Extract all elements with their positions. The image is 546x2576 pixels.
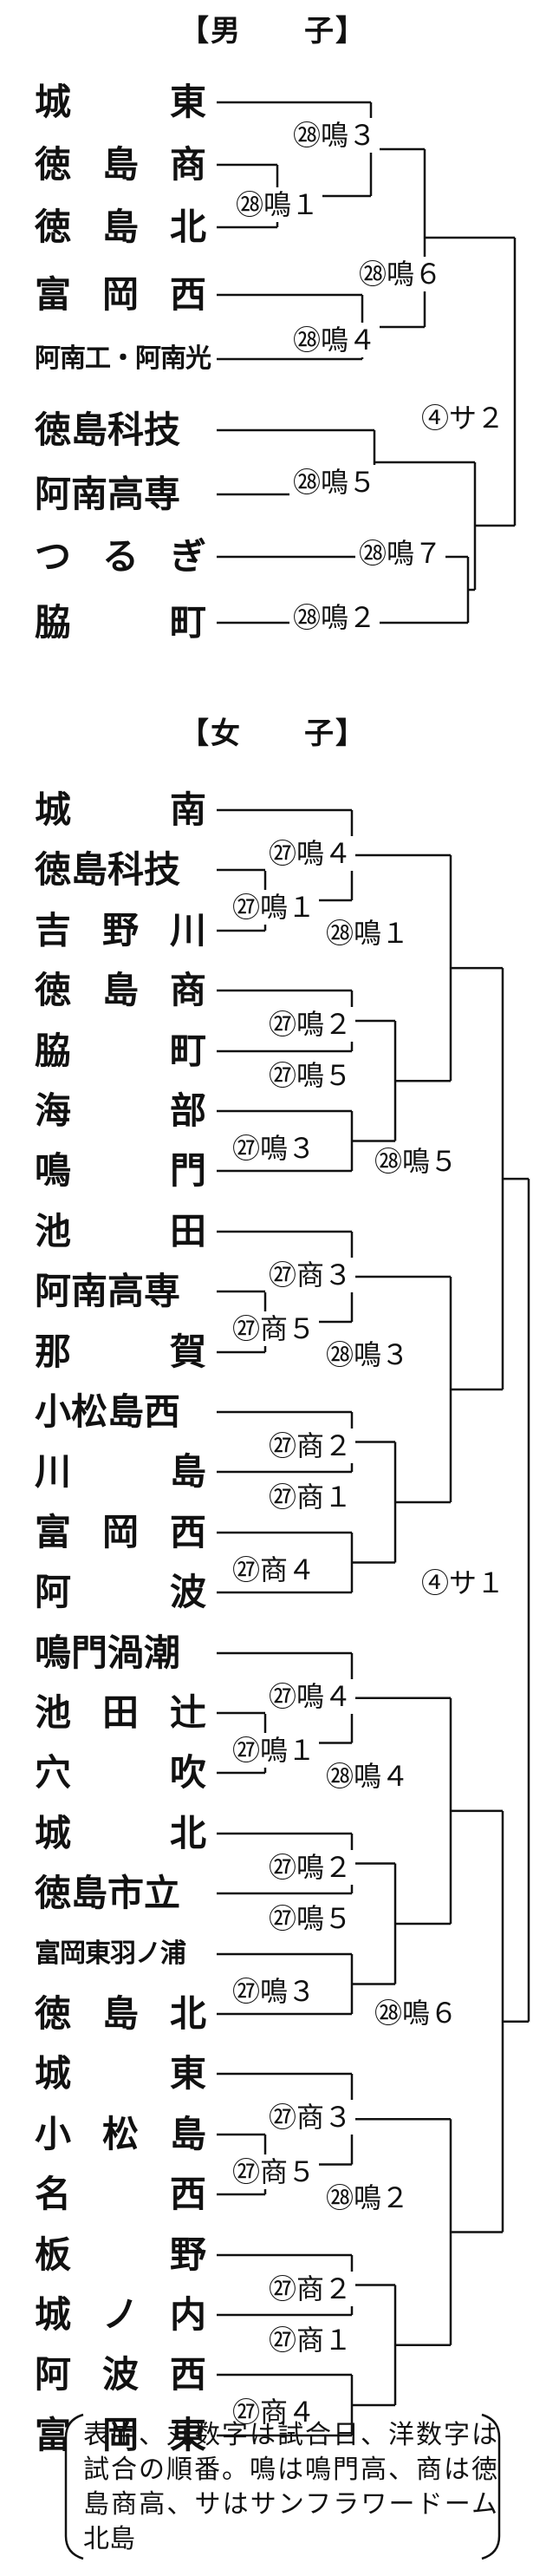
- boys-team: 脇町: [35, 601, 206, 644]
- girls-team: 板野: [35, 2233, 206, 2276]
- girls-team: 富岡東羽ノ浦: [35, 1939, 186, 1969]
- girls-match-label: ㉗鳴３: [229, 1130, 320, 1166]
- girls-match-label: ㉗鳴２: [265, 1007, 356, 1042]
- girls-match-label: ㉘鳴４: [322, 1758, 413, 1794]
- girls-match-label: ㉗商５: [229, 1311, 320, 1346]
- girls-match-label: ㉗鳴４: [265, 836, 356, 871]
- girls-match-label: ㉘鳴３: [322, 1337, 413, 1372]
- girls-team: 脇町: [35, 1030, 206, 1072]
- girls-team: 城東: [35, 2052, 206, 2095]
- girls-team: 那賀: [35, 1330, 206, 1373]
- girls-section-title: 【女 子】: [179, 716, 367, 751]
- girls-match-label: ㉗商１: [265, 2322, 356, 2357]
- boys-match-label: ㉘鳴２: [289, 600, 380, 635]
- girls-team: 鳴門: [35, 1149, 206, 1192]
- girls-match-label: ㉗鳴３: [229, 1973, 320, 2009]
- girls-team: 阿波西: [35, 2353, 206, 2396]
- girls-match-label: ㉘鳴２: [322, 2180, 413, 2215]
- girls-match-label: ㉗鳴５: [265, 1058, 356, 1094]
- boys-match-label: ㉘鳴６: [355, 257, 446, 291]
- girls-team: 城南: [35, 788, 206, 831]
- girls-match-label: ㉗商４: [229, 1552, 320, 1587]
- girls-team: 城北: [35, 1812, 206, 1854]
- boys-team: 徳島科技: [35, 409, 181, 451]
- girls-match-label: ㉗鳴５: [265, 1901, 356, 1936]
- girls-team: 穴吹: [35, 1751, 206, 1794]
- girls-match-label: ㉗商２: [265, 1428, 356, 1463]
- boys-team: 徳島北: [35, 206, 206, 248]
- boys-match-label: ㉘鳴７: [355, 536, 446, 571]
- boys-match-label: ㉘鳴４: [289, 323, 380, 357]
- girls-team: 阿波: [35, 1571, 206, 1613]
- girls-team: 徳島商: [35, 969, 206, 1011]
- note-bracket-left: [64, 2413, 84, 2560]
- girls-team: 鳴門渦潮: [35, 1631, 181, 1674]
- boys-team: つるぎ: [35, 535, 206, 578]
- girls-team: 城ノ内: [35, 2293, 206, 2336]
- girls-team: 名西: [35, 2173, 206, 2215]
- girls-team: 徳島北: [35, 1992, 206, 2035]
- girls-match-label: ㉗商２: [265, 2271, 356, 2306]
- girls-team: 小松島西: [35, 1390, 181, 1433]
- girls-match-label: ㉗商３: [265, 2100, 356, 2135]
- girls-team: 吉野川: [35, 909, 206, 951]
- girls-team: 池田: [35, 1210, 206, 1252]
- girls-team: 川島: [35, 1450, 206, 1493]
- boys-section-title: 【男 子】: [179, 14, 367, 49]
- girls-match-label: ㉘鳴１: [322, 916, 413, 951]
- girls-match-label: ㉘鳴５: [371, 1144, 462, 1180]
- boys-team: 阿南高専: [35, 473, 181, 515]
- girls-team: 富岡西: [35, 1511, 206, 1553]
- legend-note: 表中、丸数字は試合日、洋数字は試合の順番。鳴は鳴門高、商は徳島商高、サはサンフラ…: [83, 2420, 497, 2554]
- boys-team: 徳島商: [35, 143, 206, 186]
- girls-team: 小松島: [35, 2113, 206, 2155]
- girls-match-label: ㉗鳴１: [229, 1732, 320, 1768]
- boys-match-label: ㉘鳴１: [232, 187, 323, 222]
- girls-match-label: ㉗商４: [229, 2395, 320, 2429]
- boys-match-label: ㉘鳴５: [289, 465, 380, 500]
- girls-match-label: ㉗鳴２: [265, 1849, 356, 1885]
- girls-match-label: ④サ１: [418, 1565, 509, 1600]
- boys-match-label: ㉘鳴３: [289, 118, 380, 153]
- girls-match-label: ㉗商３: [265, 1258, 356, 1292]
- girls-team: 徳島科技: [35, 848, 181, 891]
- girls-match-label: ㉗商１: [265, 1480, 356, 1514]
- girls-team: 阿南高専: [35, 1270, 181, 1312]
- girls-match-label: ㉗鳴１: [229, 890, 320, 925]
- boys-match-label: ④サ２: [418, 401, 509, 435]
- boys-team: 阿南工・阿南光: [35, 343, 211, 374]
- girls-team: 海部: [35, 1089, 206, 1132]
- girls-team: 徳島市立: [35, 1872, 181, 1914]
- note-bracket-right: [481, 2413, 501, 2560]
- girls-match-label: ㉗商５: [229, 2154, 320, 2189]
- boys-team: 富岡西: [35, 273, 206, 316]
- girls-match-label: ㉗鳴４: [265, 1678, 356, 1714]
- girls-team: 池田辻: [35, 1691, 206, 1734]
- girls-match-label: ㉘鳴６: [371, 1995, 462, 2030]
- girls-team: 富岡東: [35, 2414, 206, 2456]
- boys-team: 城東: [35, 81, 206, 123]
